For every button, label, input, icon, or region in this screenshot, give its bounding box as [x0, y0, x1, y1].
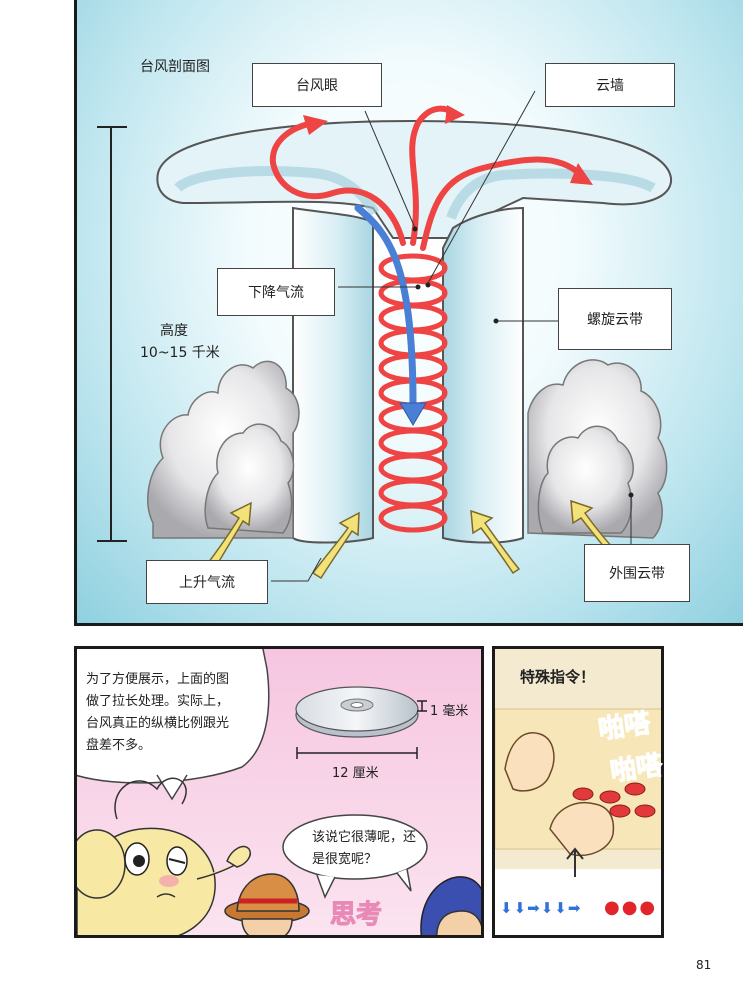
label-eye: 台风眼: [252, 63, 382, 107]
right-outer-clouds: [527, 359, 668, 539]
page-number: 81: [696, 958, 712, 972]
downdraft-arrow: [354, 204, 417, 407]
diagram-title: 台风剖面图: [140, 59, 210, 75]
disc-width-label: 12 厘米: [332, 766, 379, 781]
disc-thickness-label: 1 毫米: [430, 704, 469, 719]
updraft-arrows: [206, 499, 621, 580]
command-dots: ●●●: [604, 897, 658, 918]
outflow-arrows: [269, 105, 584, 251]
label-outer-band: 外围云带: [584, 544, 690, 602]
narration-line-1: 为了方便展示，上面的图: [86, 672, 230, 687]
explanation-comic-panel: [74, 646, 484, 938]
click-sfx-2: 啪嗒: [608, 750, 665, 788]
typhoon-cross-section-svg: [97, 90, 673, 582]
speech-line-2: 是很宽呢？: [312, 852, 378, 867]
comic-scene-svg: [77, 649, 481, 935]
label-spiral-band: 螺旋云带: [558, 288, 672, 350]
label-updraft: 上升气流: [146, 560, 268, 604]
left-eyewall: [292, 206, 374, 544]
label-wall: 云墙: [545, 63, 675, 107]
height-value: 10~15 千米: [140, 345, 220, 361]
leader-lines: [271, 90, 632, 582]
special-command-title: 特殊指令！: [520, 668, 596, 686]
blue-haired-boy: [420, 876, 481, 935]
think-sound-effect: 思考: [329, 900, 383, 931]
special-command-panel: [492, 646, 664, 938]
disc-dimension-lines: [296, 700, 427, 759]
click-sfx-1: 啪嗒: [596, 708, 653, 746]
right-eyewall: [442, 206, 524, 544]
height-scale-bar: [97, 126, 127, 542]
narration-line-2: 做了拉长处理。实际上，: [86, 694, 230, 709]
speech-line-1: 该说它很薄呢，还: [312, 830, 417, 845]
height-label: 高度: [160, 323, 188, 339]
label-downdraft: 下降气流: [217, 268, 335, 316]
hands-button-scene-svg: [495, 649, 661, 935]
narration-line-4: 盘差不多。: [86, 738, 152, 753]
narration-line-3: 台风真正的纵横比例跟光: [86, 716, 230, 731]
command-arrows: ⬇⬇➡⬇⬇➡: [500, 899, 582, 917]
cd-disc: [295, 686, 419, 738]
left-outer-clouds: [147, 360, 300, 539]
pressing-hands: [504, 732, 615, 856]
yellow-creature-character: [77, 777, 251, 935]
boy-with-straw-hat: [224, 873, 310, 935]
